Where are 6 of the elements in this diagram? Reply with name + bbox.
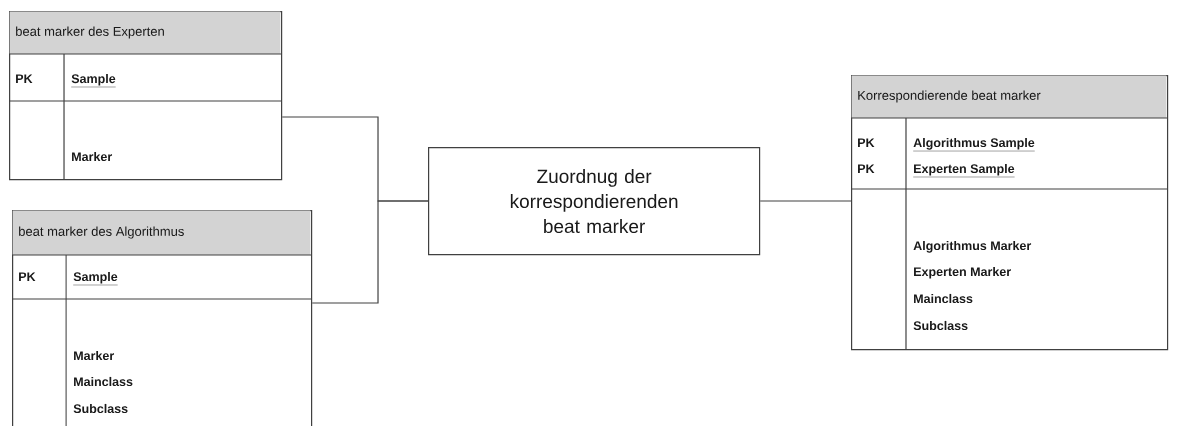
process-box: Zuordnug der korrespondierenden beat marker bbox=[428, 147, 761, 256]
entity-table: beat marker des Algorithmus PK Sample Marker Mainclass Subclass bbox=[11, 210, 313, 426]
entity-table: beat marker des Experten PK Sample Marker bbox=[8, 11, 283, 181]
connector-line bbox=[311, 200, 429, 304]
connector-line bbox=[759, 200, 852, 202]
entity-table: Korrespondierende beat marker PK PK Algorithmus Sample Experten Sample Algorithmus Marker Experten Marker Mainclass Subclass bbox=[850, 75, 1169, 351]
